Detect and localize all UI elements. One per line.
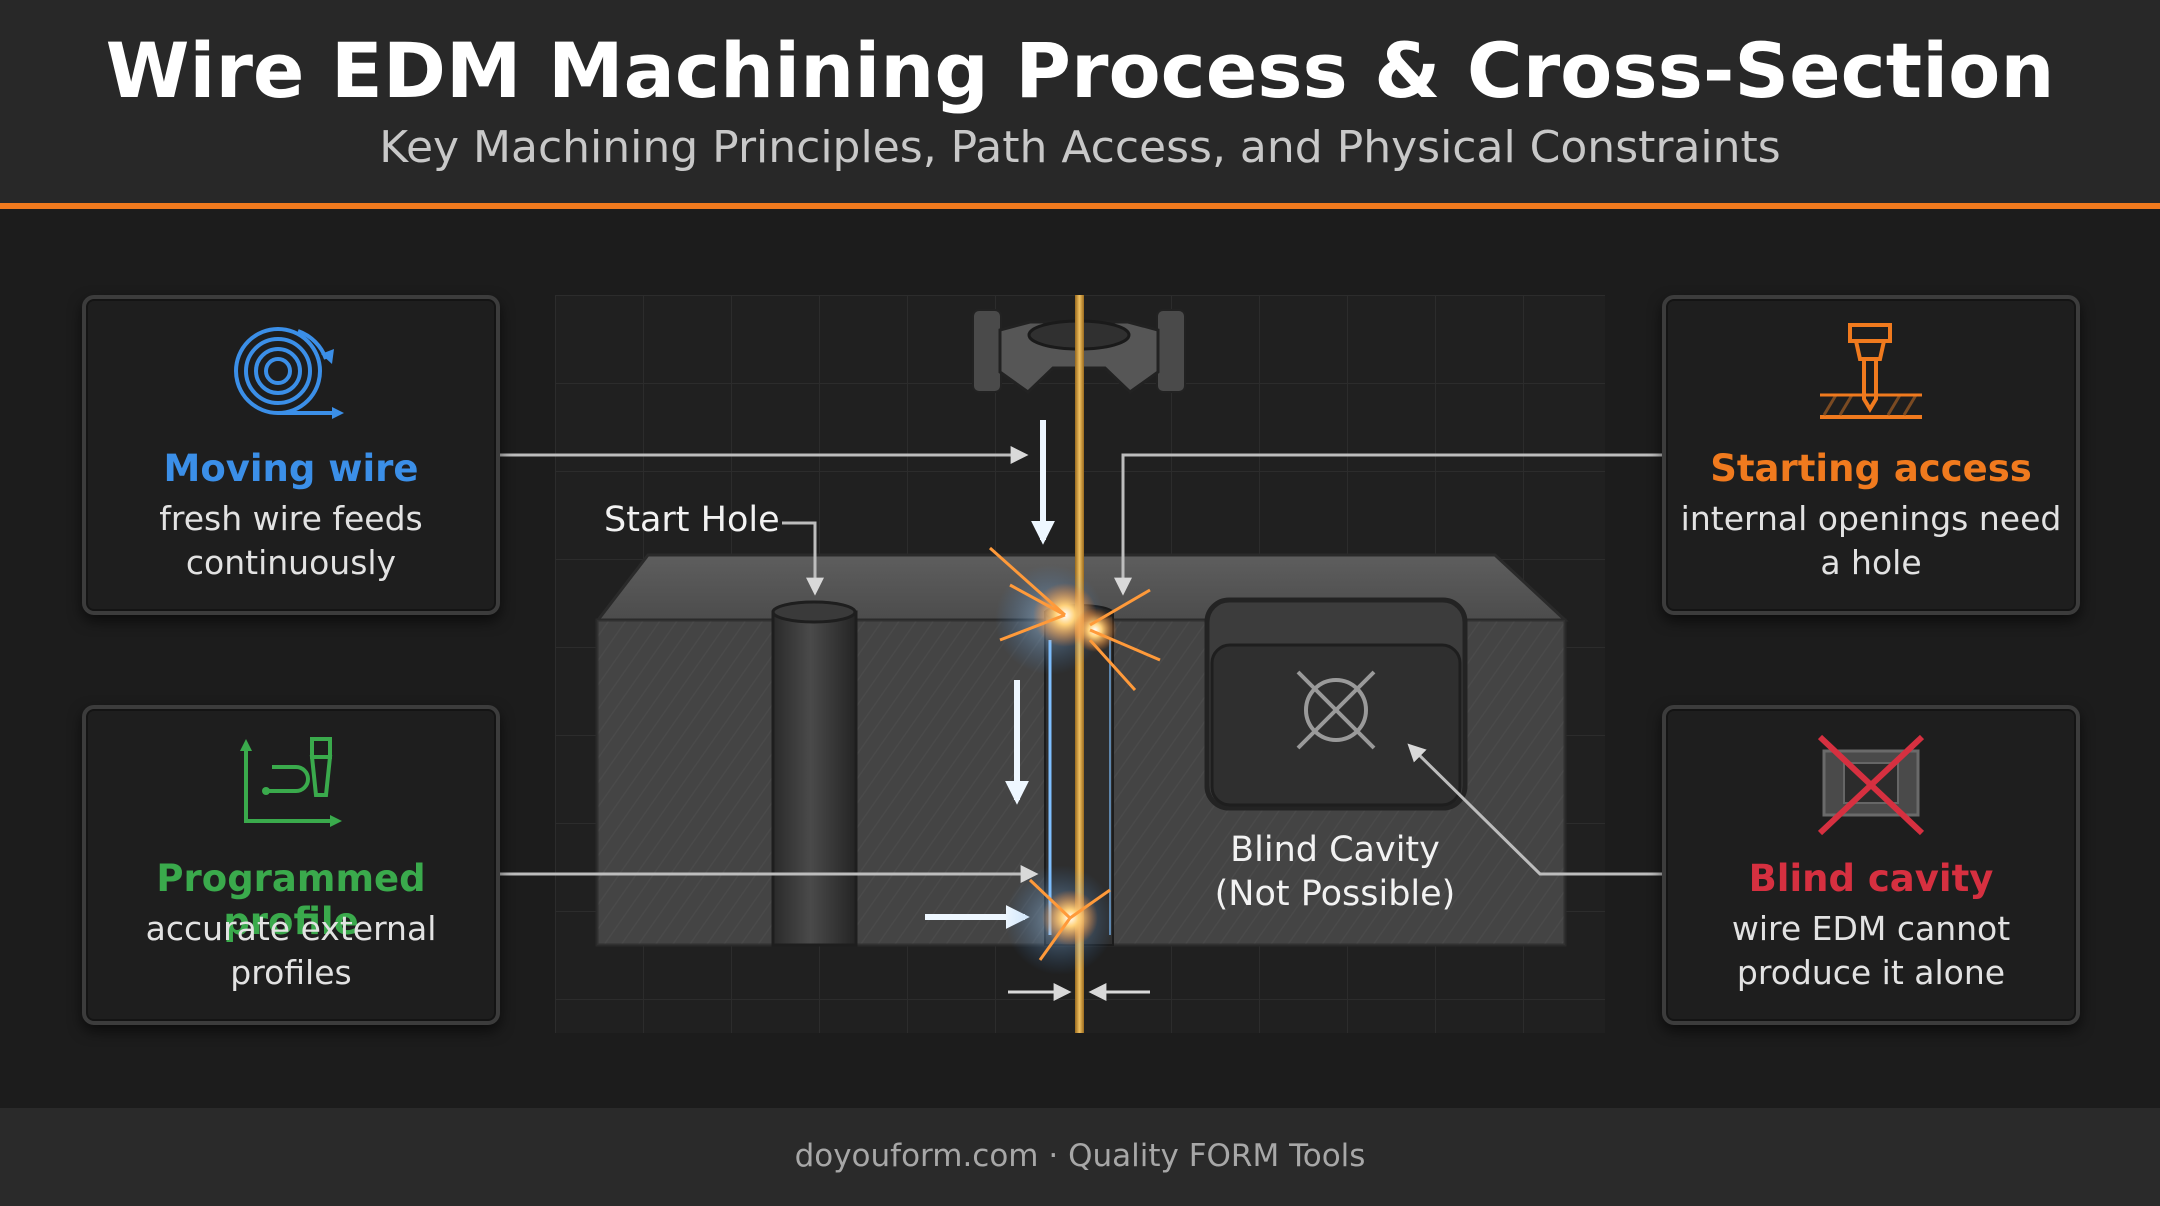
profile-path-icon (240, 737, 342, 827)
header-divider (0, 203, 2160, 209)
start-hole (771, 610, 858, 947)
footer-text: doyouform.com · Quality FORM Tools (794, 1138, 1366, 1174)
leader-starting-access (1114, 453, 1662, 596)
crossed-circle-icon (1296, 670, 1376, 750)
blind-cavity-label: Blind Cavity (Not Possible) (1185, 828, 1485, 916)
card-description: internal openings need a hole (1680, 499, 2062, 582)
card-description: fresh wire feeds continuously (159, 499, 423, 582)
card-moving-wire: Moving wire fresh wire feeds continuousl… (82, 295, 500, 615)
header: Wire EDM Machining Process & Cross-Secti… (0, 0, 2160, 205)
card-starting-access: Starting access internal openings need a… (1662, 295, 2080, 615)
blind-cavity-label-line1: Blind Cavity (1230, 830, 1440, 870)
card-blind-cavity: Blind cavity wire EDM cannot produce it … (1662, 705, 2080, 1025)
card-heading: Moving wire (163, 447, 419, 490)
card-heading: Programmed profile (156, 857, 426, 943)
leader-blind-cavity (1407, 743, 1662, 876)
spark-effects (989, 546, 1161, 961)
wire-spool-icon (234, 327, 344, 419)
card-heading: Blind cavity (1748, 857, 1994, 900)
card-description: wire EDM cannot produce it alone (1731, 909, 2011, 992)
card-description: accurate external profiles (145, 909, 437, 992)
page-subtitle: Key Machining Principles, Path Access, a… (379, 122, 1781, 173)
card-programmed-profile: Programmed profile accurate external pro… (82, 705, 500, 1025)
footer: doyouform.com · Quality FORM Tools (0, 1108, 2160, 1206)
blind-cavity-label-line2: (Not Possible) (1214, 874, 1456, 914)
drill-icon (1820, 323, 1922, 419)
page-title: Wire EDM Machining Process & Cross-Secti… (105, 26, 2055, 115)
crossed-cavity-icon (1817, 734, 1925, 836)
leader-start-hole (782, 521, 824, 596)
card-heading: Starting access (1710, 447, 2032, 490)
start-hole-label: Start Hole (604, 500, 780, 540)
